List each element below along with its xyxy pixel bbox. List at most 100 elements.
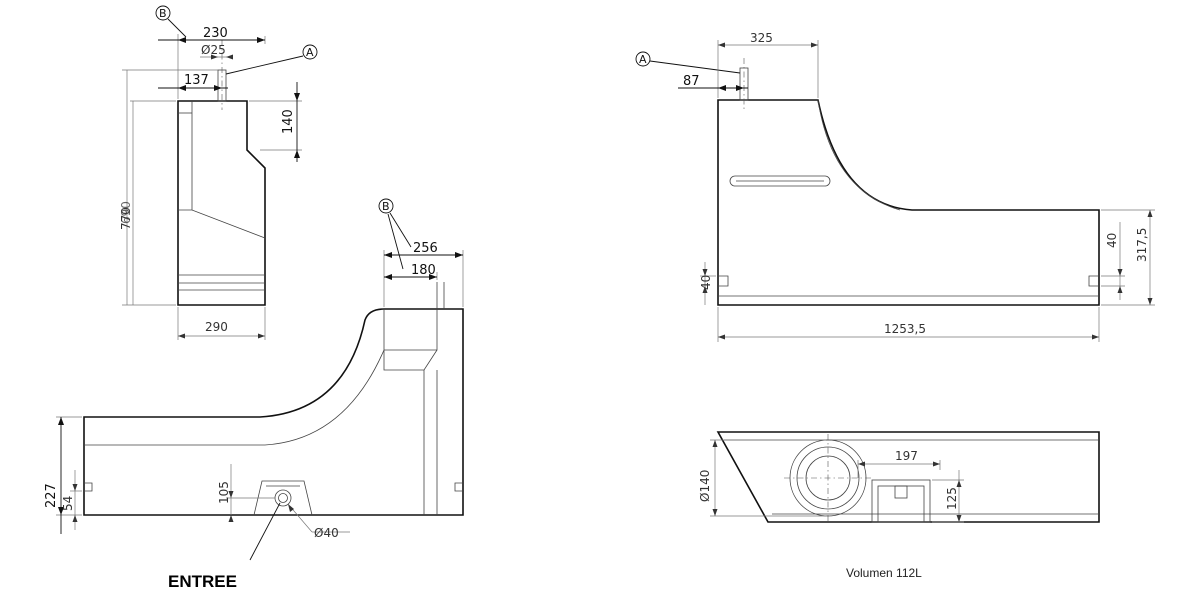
dim-290-arrow: [258, 333, 265, 339]
dim-105-arrow: [228, 515, 234, 522]
callout-b-bubble: [155, 5, 171, 21]
dim-d25-text: Ø25: [201, 43, 226, 57]
dim-230-arrow: [178, 37, 186, 43]
dim-d140-arrow: [712, 509, 718, 516]
dim-54-text: 54: [61, 496, 75, 511]
dim-325-arrow: [811, 42, 818, 48]
dim-125-arrow: [956, 480, 962, 487]
dim-197-arrow: [933, 461, 940, 467]
dim-180-text: 180: [411, 263, 436, 278]
side-view-slope-edge: [178, 209, 266, 239]
dim-317-arrow: [1147, 298, 1153, 305]
side-view: 230 B Ø25 A 137 140 770 690: [119, 5, 318, 340]
plan-view-neck-inner: [805, 455, 851, 501]
dim-140-arrow: [294, 93, 300, 101]
front-view-neck: [384, 309, 438, 351]
dim-87-arrow: [718, 85, 726, 91]
front-view-inlet-pipe-outer: [274, 489, 292, 507]
callout-a-label: A: [639, 53, 647, 66]
dim-197-arrow: [858, 461, 865, 467]
plan-view: Ø140 197 125 Volumen 112L: [698, 431, 1100, 580]
front-view-notch-left: [84, 482, 93, 492]
dim-125-arrow: [956, 515, 962, 522]
plan-view-inlet-box-inner: [877, 485, 925, 523]
callout-a-bubble: [302, 44, 318, 60]
callout-b-label: B: [382, 200, 390, 213]
elevation-view-slot: [729, 175, 831, 187]
front-view-neck-shoulder: [383, 349, 438, 371]
dim-1253-text: 1253,5: [884, 322, 926, 336]
dim-230-arrow: [257, 37, 265, 43]
dim-317-arrow: [1147, 210, 1153, 217]
front-view-vent-pipe: [436, 282, 445, 309]
dim-180-arrow: [429, 274, 437, 280]
side-view-outline: [177, 100, 266, 306]
elevation-view-outline: [717, 99, 1100, 306]
dim-d140-arrow: [712, 440, 718, 447]
dim-197-text: 197: [895, 449, 918, 463]
dim-40r-text: 40: [1105, 233, 1119, 248]
dim-d25-arrow: [211, 54, 218, 60]
dim-256-text: 256: [413, 241, 438, 256]
entree-leader: [249, 502, 281, 561]
dim-87-text: 87: [683, 74, 700, 89]
dim-87-arrow: [736, 85, 744, 91]
elevation-view: A 325 87 40 40 317,5: [635, 31, 1155, 342]
dim-40r-arrow: [1117, 286, 1123, 293]
front-view-outline: [83, 308, 464, 516]
dim-137-text: 137: [184, 73, 209, 88]
plan-view-inlet-pipe: [894, 485, 908, 499]
dim-770-text: 770: [119, 207, 133, 230]
dim-256-arrow: [384, 252, 392, 258]
dim-105-arrow: [228, 491, 234, 498]
dim-54-arrow: [72, 515, 78, 522]
elevation-view-notch-left: [718, 275, 729, 287]
dim-325-text: 325: [750, 31, 773, 45]
front-view-notch-right: [454, 482, 463, 492]
entree-label: ENTREE: [168, 572, 237, 591]
callout-b-leader: [387, 213, 404, 270]
dim-140-text: 140: [281, 109, 296, 134]
dim-105-text: 105: [217, 481, 231, 504]
dim-40r-arrow: [1117, 269, 1123, 276]
dim-137-arrow: [214, 85, 222, 91]
dim-180-arrow: [384, 274, 392, 280]
dim-227-text: 227: [44, 483, 59, 508]
callout-b-label: B: [159, 7, 167, 20]
callout-b-bubble: [378, 198, 394, 214]
dim-140-arrow: [294, 150, 300, 158]
dim-256-arrow: [455, 252, 463, 258]
dim-40l-arrow: [702, 269, 708, 276]
dim-325-arrow: [718, 42, 725, 48]
dim-d140-text: Ø140: [698, 470, 712, 502]
callout-b-leader: [389, 212, 412, 248]
dim-1253-arrow: [718, 334, 725, 340]
dim-690-text: 690: [119, 201, 133, 224]
plan-view-neck-mid: [796, 446, 860, 510]
dim-137-arrow: [178, 85, 186, 91]
dim-54-arrow: [72, 484, 78, 491]
dim-227-arrow: [58, 507, 64, 515]
front-view-inlet-pipe-inner: [278, 493, 288, 503]
callout-a-leader: [225, 55, 304, 75]
plan-view-outline: [716, 431, 1100, 523]
dim-227-arrow: [58, 417, 64, 425]
dim-290-arrow: [178, 333, 185, 339]
dim-125-text: 125: [945, 487, 959, 510]
dim-40l-arrow: [702, 286, 708, 293]
front-view: B 256 180 227 54 105: [44, 198, 464, 591]
volume-caption: Volumen 112L: [846, 566, 922, 580]
dim-1253-arrow: [1092, 334, 1099, 340]
callout-a-label: A: [306, 46, 314, 59]
callout-a-leader: [649, 60, 741, 74]
callout-a-bubble: [635, 51, 651, 67]
dim-d25-arrow: [226, 54, 233, 60]
callout-b-leader: [167, 18, 187, 38]
dim-290-text: 290: [205, 320, 228, 334]
dim-230-text: 230: [203, 26, 228, 41]
elevation-view-shoulder-curve: [817, 99, 901, 211]
dim-40l-text: 40: [699, 275, 713, 290]
dim-d40-text: Ø40: [314, 526, 339, 540]
elevation-view-notch-right: [1088, 275, 1099, 287]
